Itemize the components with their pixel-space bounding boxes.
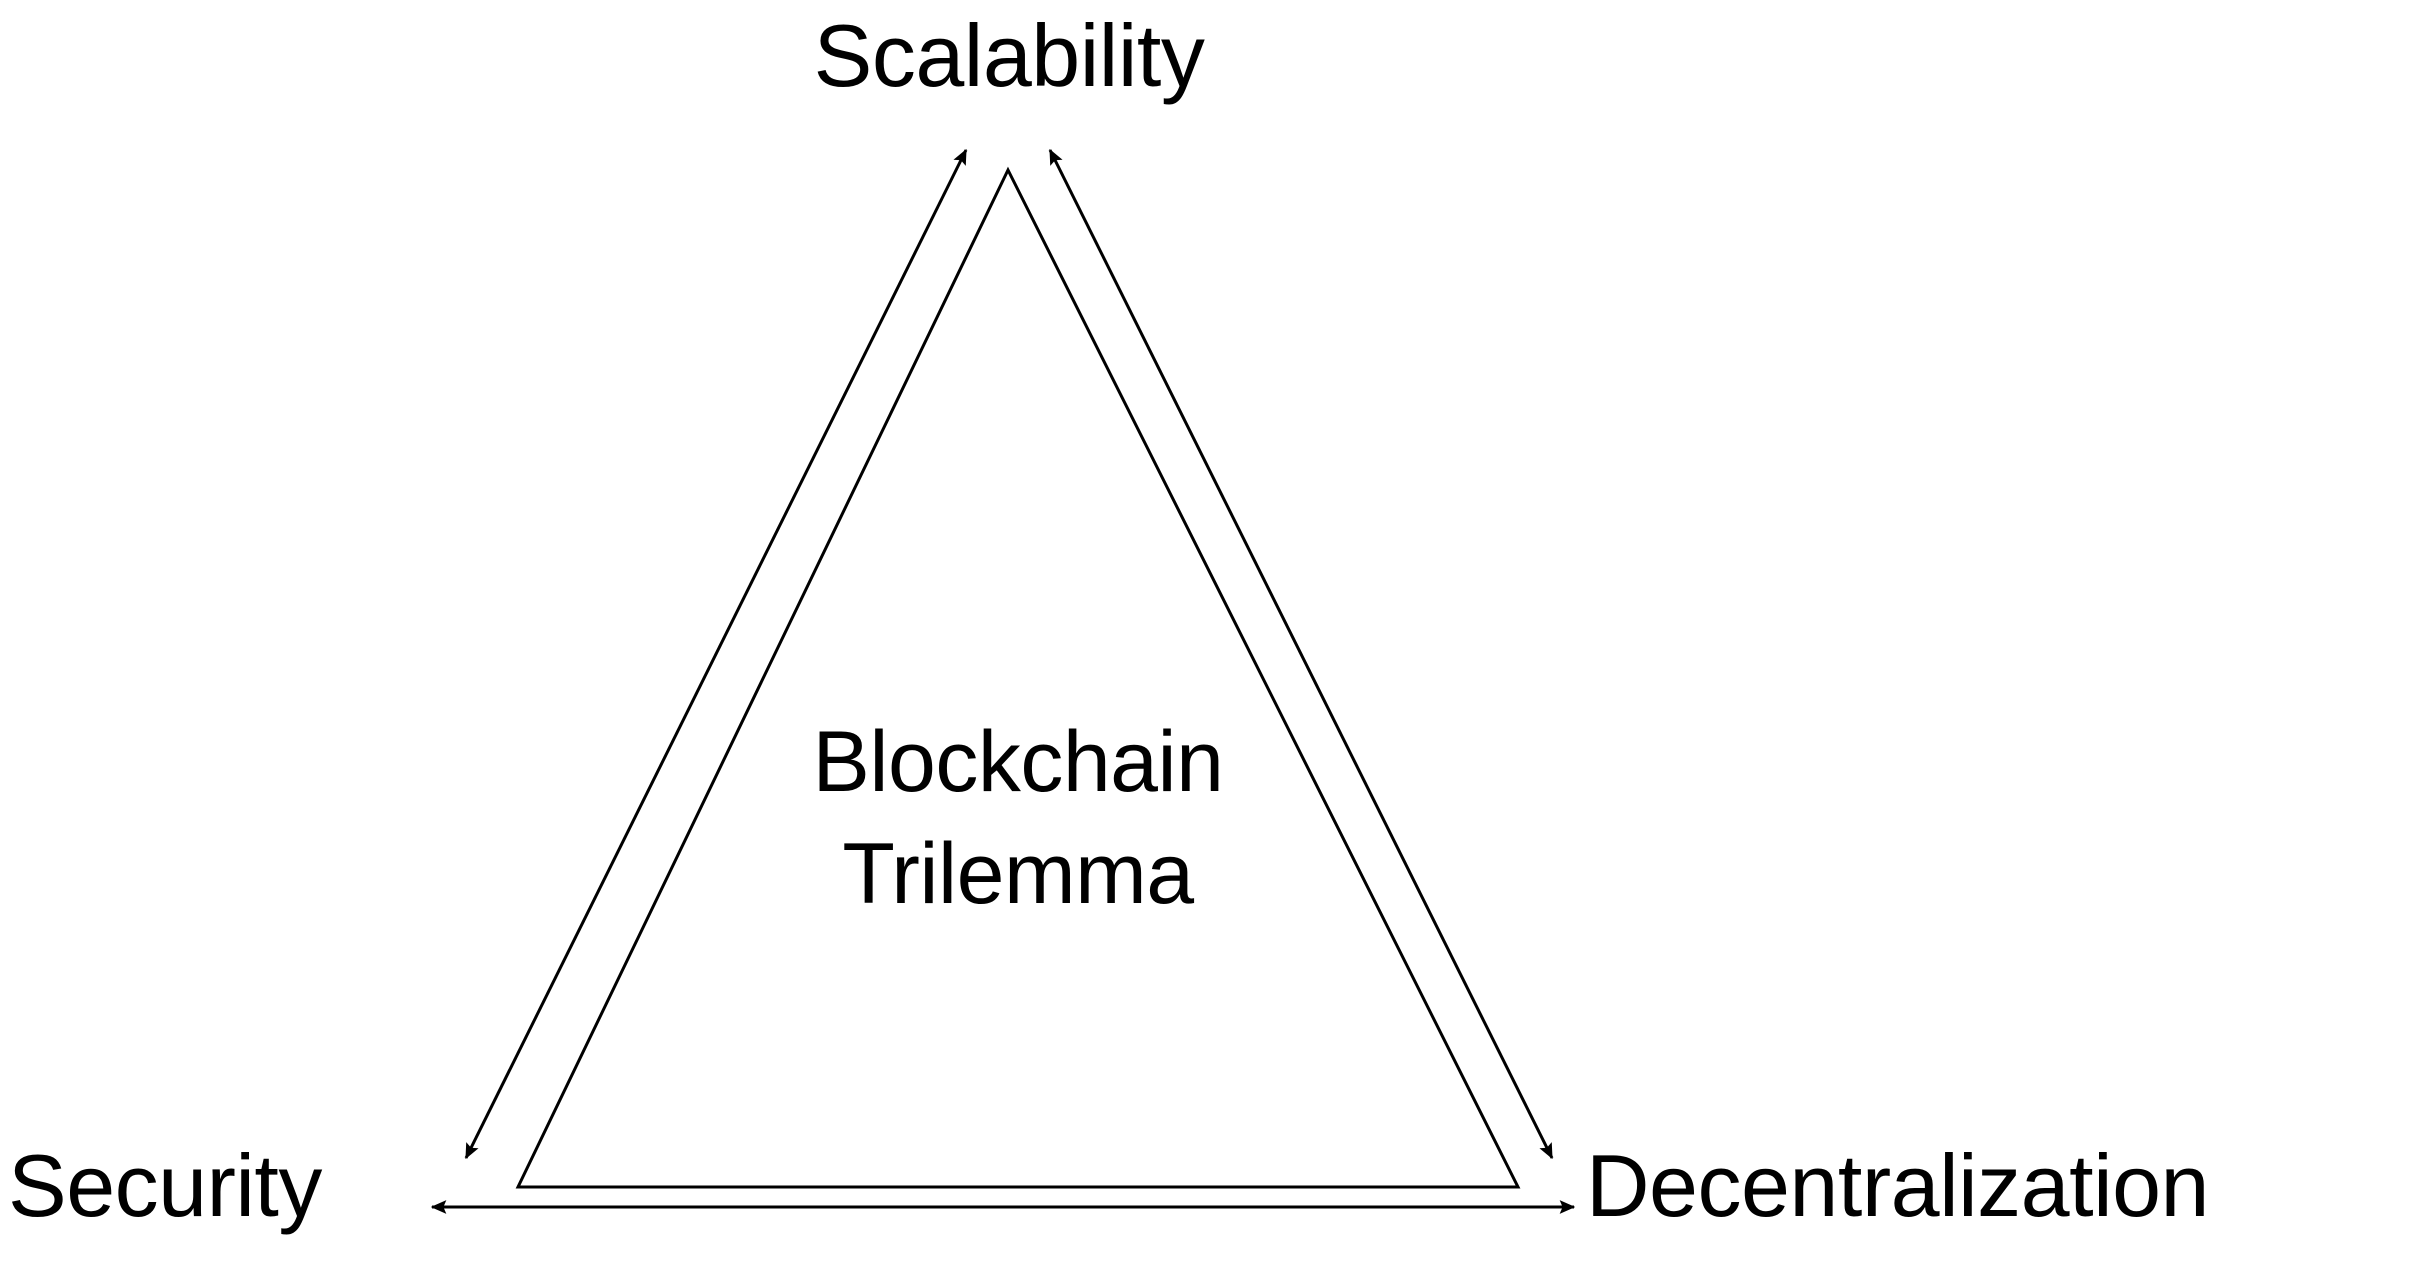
center-caption-line-2: Trilemma	[842, 826, 1194, 922]
vertex-label-security: Security	[8, 1136, 322, 1235]
edge-scalability-decentralization	[1048, 148, 1554, 1160]
edge-security-scalability	[464, 148, 968, 1160]
center-caption-line-1: Blockchain	[812, 714, 1224, 810]
inner-triangle-outline	[515, 166, 1521, 1189]
vertex-label-scalability: Scalability	[813, 6, 1205, 105]
center-caption: Blockchain Trilemma	[518, 706, 1518, 930]
vertex-label-decentralization: Decentralization	[1586, 1136, 2210, 1235]
